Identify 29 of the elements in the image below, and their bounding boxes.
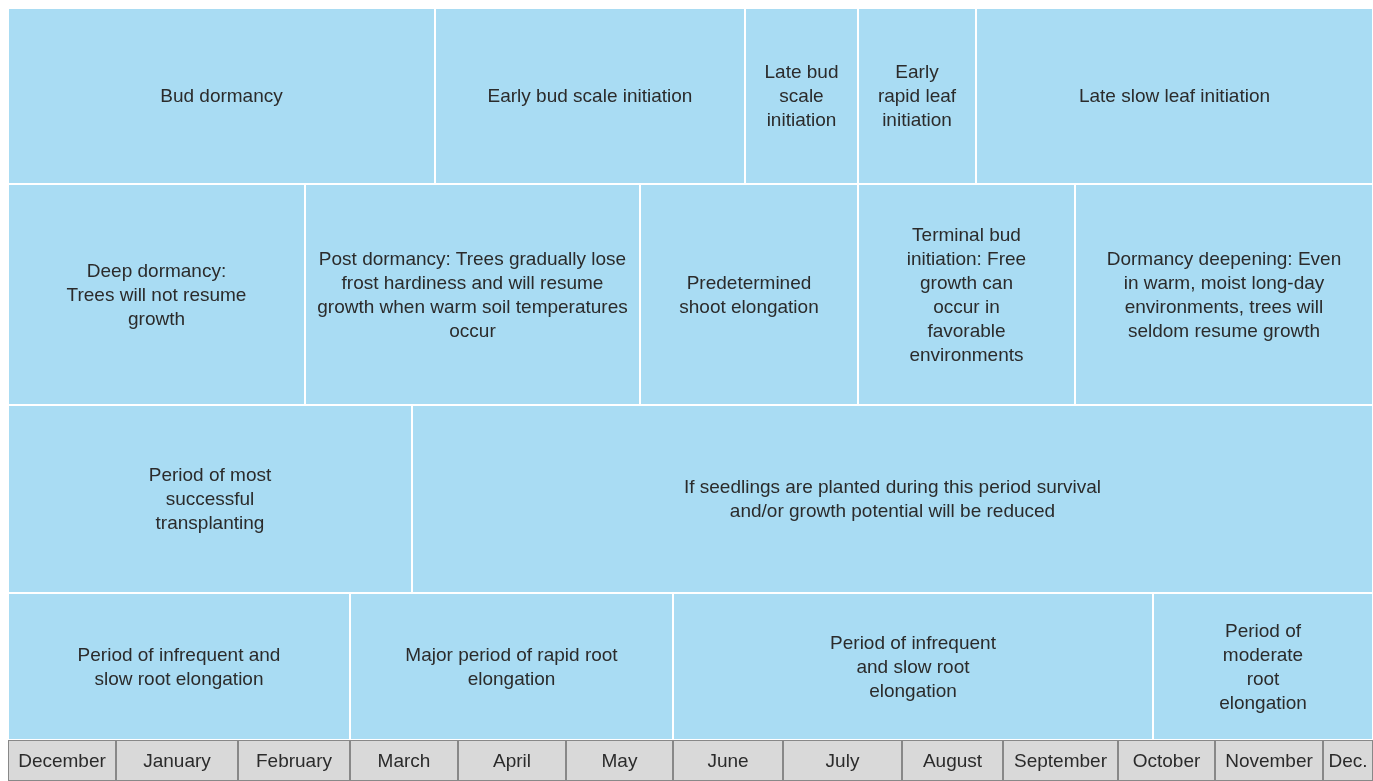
phase-box: Post dormancy: Trees gradually lose frost hardiness and will resume growth when warm soil temperatures occur [305,184,640,405]
month-cell: February [238,740,350,781]
phase-box: Period of infrequent and slow root elongation [8,593,350,740]
phase-box: Late bud scale initiation [745,8,858,184]
month-cell: October [1118,740,1215,781]
phase-box: Early rapid leaf initiation [858,8,976,184]
month-cell: December [8,740,116,781]
month-cell: January [116,740,238,781]
month-cell: July [783,740,902,781]
phase-box: Bud dormancy [8,8,435,184]
phase-box: If seedlings are planted during this period survival and/or growth potential will be reduced [412,405,1373,593]
phase-box: Dormancy deepening: Even in warm, moist long-day environments, trees will seldom resume growth [1075,184,1373,405]
phase-box: Major period of rapid root elongation [350,593,673,740]
month-cell: April [458,740,566,781]
month-cell: August [902,740,1003,781]
month-cell: June [673,740,783,781]
month-cell: Dec. [1323,740,1373,781]
phase-box: Terminal bud initiation: Free growth can occur in favorable environments [858,184,1075,405]
phase-box: Early bud scale initiation [435,8,745,184]
phase-box: Late slow leaf initiation [976,8,1373,184]
phase-box: Period of infrequent and slow root elongation [673,593,1153,740]
phase-box: Period of most successful transplanting [8,405,412,593]
month-cell: March [350,740,458,781]
month-cell: November [1215,740,1323,781]
month-cell: May [566,740,673,781]
phase-box: Deep dormancy: Trees will not resume growth [8,184,305,405]
month-cell: September [1003,740,1118,781]
phase-box: Period of moderate root elongation [1153,593,1373,740]
phase-box: Predetermined shoot elongation [640,184,858,405]
